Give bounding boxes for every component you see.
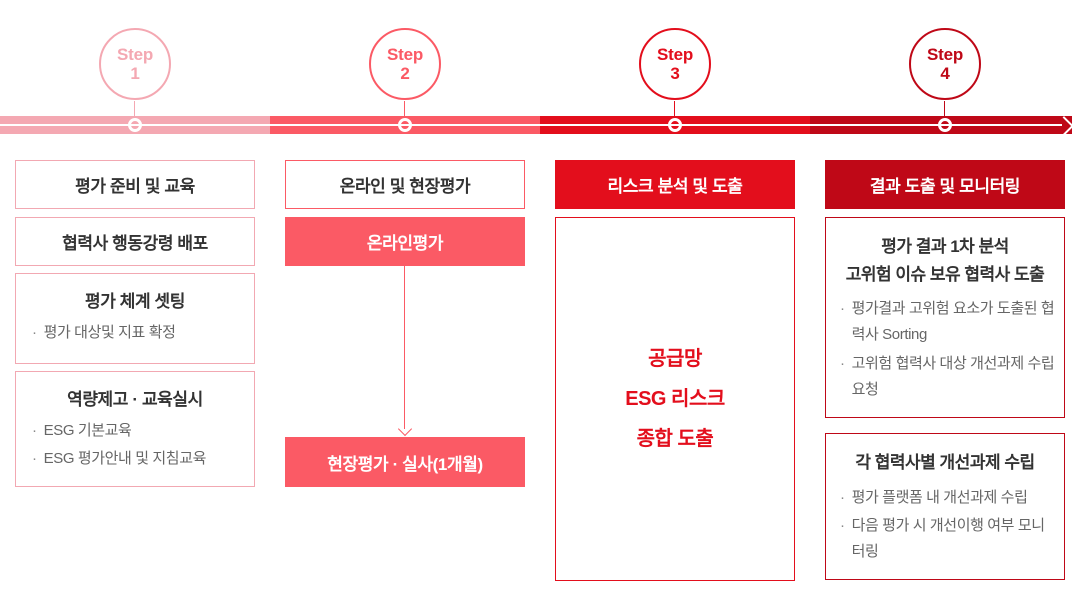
box-title: 평가 결과 1차 분석 고위험 이슈 보유 협력사 도출 <box>845 237 1045 284</box>
bullet-dot: · <box>32 324 37 341</box>
step3-box-supply-chain-risk: 공급망 ESG 리스크 종합 도출 <box>555 217 795 581</box>
box-title: 각 협력사별 개선과제 수립 <box>855 453 1035 472</box>
bullet-item: · ESG 평가안내 및 지침교육 <box>26 446 244 472</box>
bullet-dot: · <box>840 354 845 372</box>
bullet-dot: · <box>840 516 845 534</box>
step-2-number: 2 <box>400 64 410 83</box>
step-4-circle: Step 4 <box>909 28 981 100</box>
bullet-text: ESG 기본교육 <box>43 422 132 439</box>
bullet-text: 평가결과 고위험 요소가 도출된 협력사 Sorting <box>851 300 1055 344</box>
step3-header-risk-analysis: 리스크 분석 및 도출 <box>555 160 795 209</box>
box-body-text: 공급망 ESG 리스크 종합 도출 <box>625 348 725 450</box>
step-1-number: 1 <box>130 64 140 83</box>
step4-box-improvement-tasks: 각 협력사별 개선과제 수립 · 평가 플랫폼 내 개선과제 수립 · 다음 평… <box>825 433 1065 580</box>
step2-box-online-onsite: 온라인 및 현장평가 <box>285 160 525 209</box>
step-1-marker <box>128 118 142 132</box>
bullet-dot: · <box>32 422 37 439</box>
down-arrow-head-icon <box>397 421 413 437</box>
step1-box-code-of-conduct: 협력사 행동강령 배포 <box>15 217 255 266</box>
step4-box-first-analysis: 평가 결과 1차 분석 고위험 이슈 보유 협력사 도출 · 평가결과 고위험 … <box>825 217 1065 418</box>
step-2-circle: Step 2 <box>369 28 441 100</box>
bullet-item: · 고위험 협력사 대상 개선과제 수립 요청 <box>834 351 1056 404</box>
header-title: 리스크 분석 및 도출 <box>607 177 743 196</box>
step-4-marker <box>938 118 952 132</box>
bullet-dot: · <box>32 450 37 468</box>
bullet-text: 평가 대상및 지표 확정 <box>43 324 176 341</box>
bullet-item: · 평가 대상및 지표 확정 <box>26 320 244 346</box>
step1-box-evaluation-prep: 평가 준비 및 교육 <box>15 160 255 209</box>
step1-box-capability-education: 역량제고 · 교육실시 · ESG 기본교육 · ESG 평가안내 및 지침교육 <box>15 371 255 487</box>
bullet-item: · 평가 플랫폼 내 개선과제 수립 <box>834 485 1056 511</box>
box-title: 협력사 행동강령 배포 <box>62 234 208 253</box>
step-3-label: Step <box>656 44 694 64</box>
box-title: 평가 체계 셋팅 <box>84 292 186 311</box>
box-title: 온라인평가 <box>366 234 444 253</box>
step-3-circle: Step 3 <box>639 28 711 100</box>
step-3-connector <box>674 101 675 116</box>
step-2-connector <box>404 101 405 116</box>
bullet-item: · 평가결과 고위험 요소가 도출된 협력사 Sorting <box>834 296 1056 349</box>
box-title: 역량제고 · 교육실시 <box>67 390 203 409</box>
bullet-list: · 평가결과 고위험 요소가 도출된 협력사 Sorting · 고위험 협력사… <box>834 296 1056 403</box>
bullet-dot: · <box>840 300 845 318</box>
bullet-list: · ESG 기본교육 · ESG 평가안내 및 지침교육 <box>26 418 244 473</box>
step-1-connector <box>134 101 135 116</box>
box-title: 온라인 및 현장평가 <box>339 177 471 196</box>
header-title: 결과 도출 및 모니터링 <box>869 177 1021 196</box>
box-title: 평가 준비 및 교육 <box>75 177 195 196</box>
bullet-item: · ESG 기본교육 <box>26 418 244 444</box>
bullet-list: · 평가 플랫폼 내 개선과제 수립 · 다음 평가 시 개선이행 여부 모니터… <box>834 485 1056 566</box>
step-2-marker <box>398 118 412 132</box>
bullet-item: · 다음 평가 시 개선이행 여부 모니터링 <box>834 513 1056 566</box>
timeline-center-line <box>0 124 1062 126</box>
bullet-text: 평가 플랫폼 내 개선과제 수립 <box>851 488 1028 506</box>
step-4-label: Step <box>926 44 964 64</box>
bullet-text: 고위험 협력사 대상 개선과제 수립 요청 <box>851 354 1055 398</box>
step-2-label: Step <box>386 44 424 64</box>
step4-header-results-monitoring: 결과 도출 및 모니터링 <box>825 160 1065 209</box>
step-1-label: Step <box>116 44 154 64</box>
bullet-list: · 평가 대상및 지표 확정 <box>26 320 244 346</box>
step-4-connector <box>944 101 945 116</box>
step-1-circle: Step 1 <box>99 28 171 100</box>
step1-box-evaluation-system: 평가 체계 셋팅 · 평가 대상및 지표 확정 <box>15 273 255 364</box>
step2-box-online-evaluation: 온라인평가 <box>285 217 525 266</box>
down-arrow-line <box>404 266 405 429</box>
bullet-text: ESG 평가안내 및 지침교육 <box>43 450 207 468</box>
step2-box-onsite-audit: 현장평가 · 실사(1개월) <box>285 437 525 487</box>
bullet-dot: · <box>840 488 845 506</box>
step-4-number: 4 <box>940 64 950 83</box>
step-3-marker <box>668 118 682 132</box>
box-title: 현장평가 · 실사(1개월) <box>327 454 483 474</box>
step-3-number: 3 <box>670 64 680 83</box>
bullet-text: 다음 평가 시 개선이행 여부 모니터링 <box>851 516 1045 561</box>
